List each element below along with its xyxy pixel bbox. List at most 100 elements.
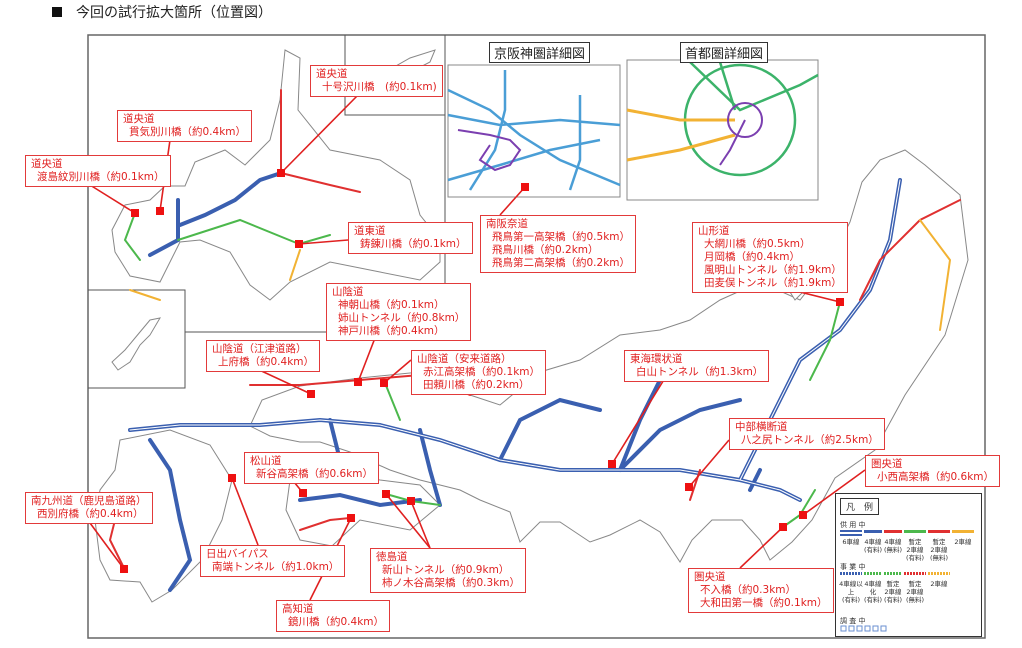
callout-item: 柿ノ木谷高架橋（約0.3km） [382, 577, 521, 589]
callout-box: 山陰道（江津道路）上府橋（約0.4km） [206, 340, 321, 372]
callout-box: 南九州道（鹿児島道路）西別府橋（約0.4km） [25, 492, 153, 524]
leader-line [611, 377, 666, 465]
trial-location-marker [295, 240, 303, 248]
legend-swatch [928, 530, 950, 533]
trial-location-marker [354, 378, 362, 386]
leader-line [89, 522, 125, 570]
callout-item: 風明山トンネル（約1.9km） [704, 264, 842, 276]
callout-item: 鏡川橋（約0.4km） [288, 616, 385, 628]
leader-line [357, 337, 376, 383]
callout-box: 中部横断道八之尻トンネル（約2.5km） [729, 418, 885, 450]
bullet-square-icon [52, 7, 62, 17]
legend-label: 2車線 [930, 580, 948, 588]
leader-line [383, 359, 412, 384]
callout-route: 道東道 [354, 225, 386, 237]
legend-label: 2車線 [954, 538, 972, 546]
shuto-detail-map [626, 59, 819, 201]
trial-location-marker [131, 209, 139, 217]
leader-line [688, 439, 730, 488]
legend-swatch [904, 572, 926, 575]
keihanshin-detail-map [447, 64, 621, 198]
trial-location-marker [608, 460, 616, 468]
legend-swatch [864, 572, 882, 575]
okinawa-outline [111, 317, 161, 371]
callout-item: 田麦俣トンネル（約1.9km） [704, 277, 842, 289]
callout-item: 月岡橋（約0.4km） [704, 251, 801, 263]
trial-location-marker [521, 183, 529, 191]
callout-box: 道央道渡島紋別川橋（約0.1km） [25, 155, 171, 187]
callout-box: 南阪奈道飛鳥第一高架橋（約0.5km）飛鳥川橋（約0.2km）飛鳥第二高架橋（約… [480, 215, 637, 273]
callout-route: 道央道 [123, 113, 155, 125]
callout-box: 道東道鋳錬川橋（約0.1km） [348, 222, 473, 254]
callout-item: 不入橋（約0.3km） [700, 584, 797, 596]
callout-route: 圏央道 [694, 571, 726, 583]
callout-item: 田頼川橋（約0.2km） [423, 379, 530, 391]
leader-line [254, 367, 312, 395]
leader-line [89, 184, 136, 214]
expressway-provisional-network [123, 212, 841, 528]
callout-box: 山形道大網川橋（約0.5km）月岡橋（約0.4km）風明山トンネル（約1.9km… [692, 222, 848, 293]
legend-swatch [840, 572, 862, 575]
leader-line [231, 477, 259, 546]
callout-route: 山陰道（江津道路） [212, 343, 307, 355]
legend-title: 凡 例 [840, 498, 880, 515]
northern-islands-inset-frame [344, 35, 445, 116]
callout-route: 山形道 [698, 225, 730, 237]
legend-swatch [904, 530, 926, 533]
trial-location-marker [277, 169, 285, 177]
callout-item: 白山トンネル（約1.3km） [636, 366, 764, 378]
callout-item: 渡島紋別川橋（約0.1km） [37, 171, 165, 183]
leader-line [410, 500, 431, 549]
legend-survey-swatch [840, 625, 887, 632]
legend-label: 4車線 (無料) [883, 538, 903, 554]
page-title: 今回の試行拡大箇所（位置図） [52, 2, 272, 22]
trial-location-marker [382, 490, 390, 498]
map-frame [87, 34, 986, 639]
legend-label: 暫定 2車線 (無料) [905, 580, 925, 604]
callout-item: 姉山トンネル（約0.8km） [338, 312, 466, 324]
callout-box: 圏央道不入橋（約0.3km）大和田第一橋（約0.1km） [688, 568, 834, 613]
legend-under-survey-label: 調 査 中 [840, 617, 866, 625]
callout-item: 八之尻トンネル（約2.5km） [741, 434, 879, 446]
shuto-inset-title: 首都圏詳細図 [680, 42, 769, 63]
callout-box: 道央道十号沢川橋 (約0.1km) [310, 65, 443, 97]
callout-box: 東海環状道白山トンネル（約1.3km） [624, 350, 770, 382]
leader-line [385, 493, 431, 549]
trial-location-marker [347, 514, 355, 522]
trial-location-marker [685, 483, 693, 491]
callout-item: 神戸川橋（約0.4km） [338, 325, 445, 337]
callout-box: 山陰道（安来道路）赤江高架橋（約0.1km）田頼川橋（約0.2km） [411, 350, 547, 395]
legend-swatch [952, 530, 974, 533]
trial-location-marker [779, 523, 787, 531]
trial-location-marker [407, 497, 415, 505]
legend-label: 4車線以上 (有料) [839, 580, 863, 604]
legend-label: 暫定 2車線 (有料) [883, 580, 903, 604]
legend-swatch [884, 530, 902, 533]
callout-item: 鋳錬川橋（約0.1km） [360, 238, 467, 250]
callout-item: 小西高架橋（約0.6km） [877, 471, 995, 483]
callout-item: 赤江高架橋（約0.1km） [423, 366, 541, 378]
callout-box: 日出バイパス南端トンネル（約1.0km） [200, 545, 346, 577]
callout-box: 道央道貫気別川橋（約0.4km） [117, 110, 253, 142]
callout-item: 飛鳥第二高架橋（約0.2km） [492, 257, 631, 269]
leader-line [499, 186, 526, 216]
trial-location-marker [380, 379, 388, 387]
callout-route: 道央道 [316, 68, 348, 80]
callout-route: 圏央道 [871, 458, 903, 470]
expressway-2lane-network [129, 219, 952, 331]
callout-box: 徳島道新山トンネル（約0.9km）柿ノ木谷高架橋（約0.3km） [370, 548, 527, 593]
callout-box: 松山道新谷高架橋（約0.6km） [244, 452, 380, 484]
trial-location-marker [799, 511, 807, 519]
callout-route: 中部横断道 [735, 421, 788, 433]
page-title-text: 今回の試行拡大箇所（位置図） [76, 5, 272, 21]
callout-box: 山陰道神朝山橋（約0.1km）姉山トンネル（約0.8km）神戸川橋（約0.4km… [326, 283, 472, 341]
trial-location-marker [120, 565, 128, 573]
callout-item: 新谷高架橋（約0.6km） [256, 468, 374, 480]
callout-route: 山陰道（安来道路） [417, 353, 512, 365]
legend-label: 6車線 [842, 538, 860, 546]
honshu-outline [249, 149, 969, 563]
leader-line [802, 469, 866, 516]
callout-item: 西別府橋（約0.4km） [37, 508, 144, 520]
